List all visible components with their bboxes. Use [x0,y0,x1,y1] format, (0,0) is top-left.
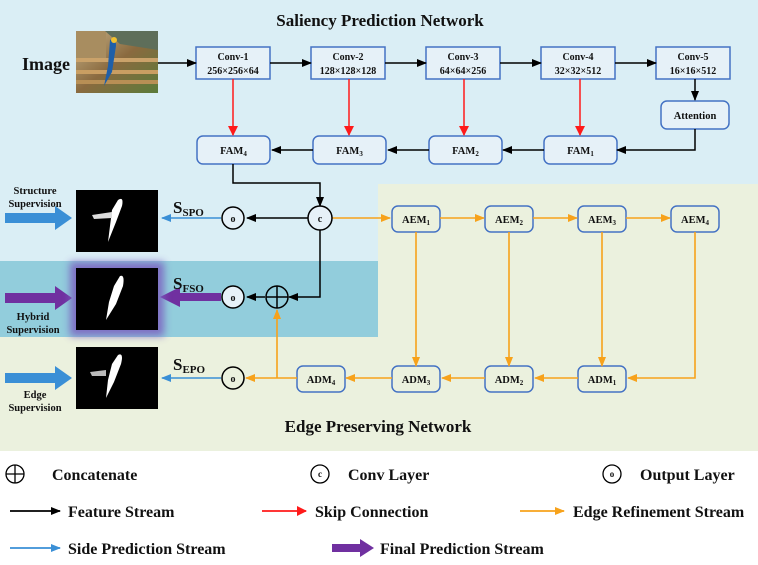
fam-block-1: FAM1 [543,135,618,165]
legend-edge-label: Edge Refinement Stream [573,504,745,521]
aem-label: AEM3 [588,215,617,227]
aem-label: AEM4 [681,215,710,227]
legend-conv-label: Conv Layer [348,467,429,484]
fam-block-4: FAM4 [196,135,271,165]
svg-text:c: c [318,469,322,479]
conv-dims: 32×32×512 [555,66,601,77]
svg-text:o: o [610,469,615,479]
s-fso-label: SFSO [173,274,204,295]
saliency-network-title: Saliency Prediction Network [276,11,484,30]
edge-network-title: Edge Preserving Network [285,417,472,436]
conv-node: c [307,205,333,231]
fam-label: FAM2 [452,146,479,158]
aem-block-1: AEM1 [391,205,441,233]
aem-block-4: AEM4 [670,205,720,233]
legend-concatenate-icon [5,464,25,484]
edge-supervision-arrow [5,366,72,390]
image-label: Image [22,54,70,74]
edge-saliency-map [76,347,158,409]
attention-label: Attention [674,111,717,122]
fam-label: FAM4 [220,146,247,158]
svg-text:c: c [318,214,323,225]
conv-block-3: Conv-3 64×64×256 [425,46,501,80]
legend-output-label: Output Layer [640,467,735,484]
conv-name: Conv-2 [332,52,363,63]
fam-label: FAM3 [336,146,363,158]
adm-block-3: ADM3 [391,365,441,393]
conv-dims: 256×256×64 [207,66,258,77]
edge-region-bg-lower [0,337,378,451]
fam-block-3: FAM3 [312,135,387,165]
adm-label: ADM1 [588,375,617,387]
feature-stream-arrows [158,59,699,301]
legend-feature-label: Feature Stream [68,504,175,521]
conv-block-2: Conv-2 128×128×128 [310,46,386,80]
conv-block-4: Conv-4 32×32×512 [540,46,616,80]
structure-saliency-map [76,190,158,252]
adm-label: ADM3 [402,375,431,387]
hybrid-supervision-arrow [5,286,72,310]
aem-block-3: AEM3 [577,205,627,233]
adm-block-1: ADM1 [577,365,627,393]
s-epo-label: SEPO [173,355,206,376]
conv-block-1: Conv-1 256×256×64 [195,46,271,80]
fam-label: FAM1 [567,146,594,158]
legend-side-label: Side Prediction Stream [68,541,226,558]
legend-final-arrow [332,539,374,557]
adm-block-2: ADM2 [484,365,534,393]
conv-name: Conv-1 [217,52,248,63]
conv-dims: 128×128×128 [320,66,376,77]
aem-block-2: AEM2 [484,205,534,233]
svg-text:o: o [231,293,236,304]
input-image [76,31,158,93]
conv-block-5: Conv-5 16×16×512 [655,46,731,80]
conv-name: Conv-5 [677,52,708,63]
conv-name: Conv-4 [562,52,593,63]
conv-name: Conv-3 [447,52,478,63]
side-prediction-arrows [161,214,221,382]
concatenate-node [265,285,289,309]
adm-label: ADM4 [307,375,336,387]
legend-skip-label: Skip Connection [315,504,428,521]
legend-output-icon: o [602,464,622,484]
s-spo-label: SSPO [173,198,204,219]
structure-supervision-arrow [5,206,72,230]
legend-final-label: Final Prediction Stream [380,541,545,558]
fam-block-2: FAM2 [428,135,503,165]
svg-text:o: o [231,374,236,385]
adm-label: ADM2 [495,375,524,387]
skip-connection-arrows [228,79,585,136]
final-saliency-map [76,268,158,330]
output-node-fso: o [221,285,245,309]
legend-concatenate-label: Concatenate [52,467,137,484]
adm-block-4: ADM4 [296,365,346,393]
edge-refinement-arrows [245,214,696,382]
aem-label: AEM1 [402,215,431,227]
conv-dims: 64×64×256 [440,66,486,77]
final-prediction-arrow [160,287,221,307]
aem-label: AEM2 [495,215,524,227]
conv-dims: 16×16×512 [670,66,716,77]
legend-conv-icon: c [310,464,330,484]
svg-text:o: o [231,214,236,225]
output-node-spo: o [221,206,245,230]
legend: Concatenate c Conv Layer o Output Layer … [5,464,745,558]
output-node-epo: o [221,366,245,390]
